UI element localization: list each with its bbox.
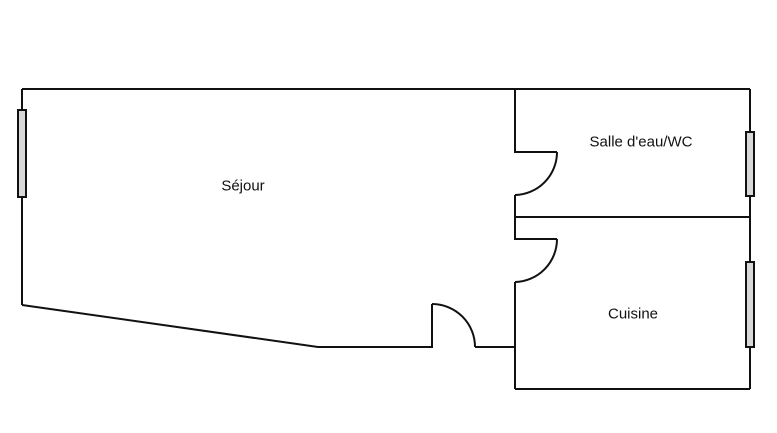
window-kitchen [745, 261, 755, 348]
partition-wall [514, 89, 557, 389]
room-label-salle-deau: Salle d'eau/WC [589, 133, 693, 151]
kitchen-door-arc [514, 238, 558, 283]
bathroom-door-arc [514, 151, 558, 196]
room-label-cuisine: Cuisine [607, 305, 659, 323]
room-label-sejour: Séjour [221, 177, 265, 195]
entrance-door-arc [431, 303, 476, 348]
window-bathroom [745, 131, 755, 197]
sejour-bottom-wall [21, 304, 433, 348]
window-sejour [17, 109, 27, 198]
